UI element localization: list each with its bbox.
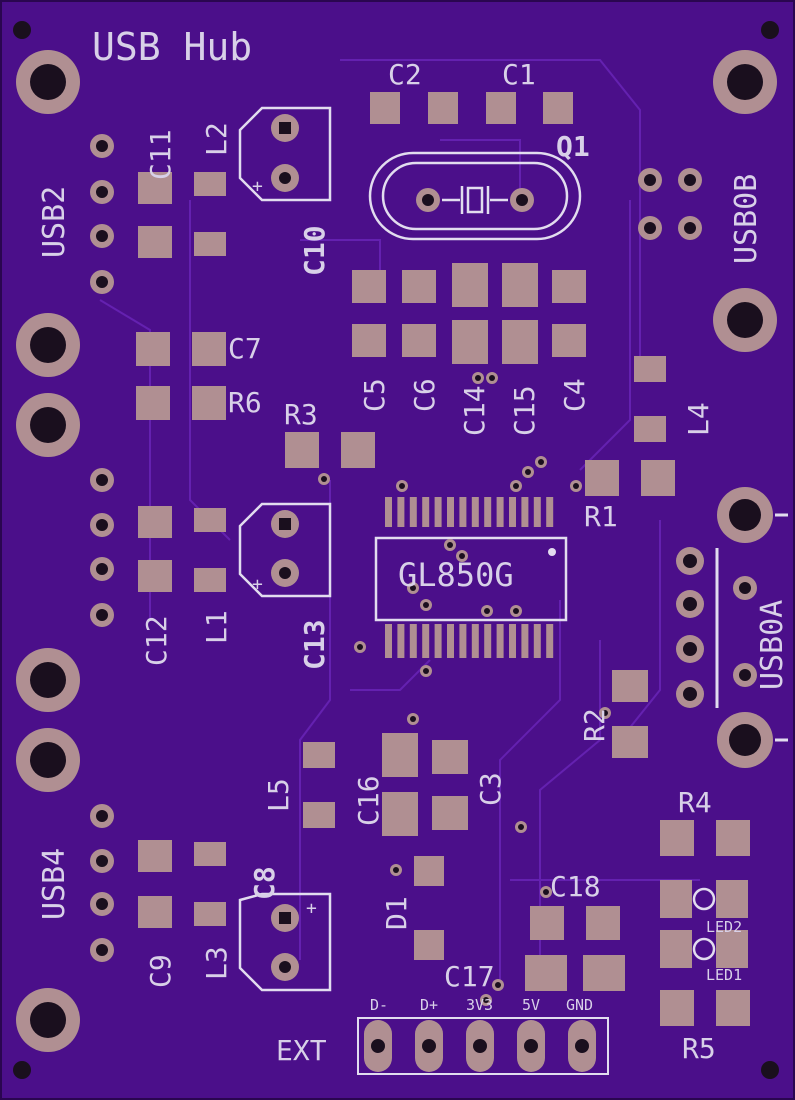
label-c16: C16 (352, 775, 385, 826)
label-c5: C5 (358, 378, 391, 412)
silkscreen-labels: USB Hub GL850G C2 C1 Q1 C7 R6 R3 R1 R4 R… (37, 25, 790, 1067)
chip-pin (459, 624, 467, 658)
label-c18: C18 (550, 870, 601, 903)
chip-pin (434, 497, 442, 527)
ext-pin-2: D+ (420, 996, 438, 1014)
corner-holes (13, 21, 779, 1079)
chip-pin (496, 497, 504, 527)
label-c3: C3 (474, 772, 507, 806)
chip-gl850g (374, 536, 568, 622)
label-r6: R6 (228, 386, 262, 419)
chip-pin (546, 497, 554, 527)
chip-pin (533, 497, 541, 527)
chip-pins (385, 497, 554, 658)
chip-pin (385, 497, 392, 527)
usb4-header (90, 804, 114, 962)
label-r4: R4 (678, 786, 712, 819)
label-r1: R1 (584, 500, 618, 533)
usb0b-header (638, 168, 702, 240)
label-usb0a: USB0A (755, 600, 790, 690)
label-led2: LED2 (706, 918, 742, 936)
usb0a-connector (676, 513, 788, 742)
mounting-holes (16, 50, 777, 1052)
label-usb2: USB2 (37, 186, 72, 258)
ext-pin-1: D- (370, 996, 388, 1014)
label-c8: C8 (248, 866, 281, 900)
chip-pin (434, 624, 442, 658)
ext-pin-3: 3V3 (466, 996, 493, 1014)
chip-pin (546, 624, 554, 658)
label-q1: Q1 (556, 130, 590, 163)
chip-pin (509, 624, 516, 658)
label-usb4: USB4 (37, 848, 72, 920)
label-c2: C2 (388, 58, 422, 91)
label-c12: C12 (140, 615, 173, 666)
label-c15: C15 (508, 385, 541, 436)
label-c17: C17 (444, 960, 495, 993)
chip-pin (496, 624, 504, 658)
label-c4: C4 (558, 378, 591, 412)
label-c14: C14 (458, 385, 491, 436)
chip-pin (521, 624, 529, 658)
label-r3: R3 (284, 398, 318, 431)
label-ext: EXT (276, 1034, 327, 1067)
label-c11: C11 (144, 129, 177, 180)
smd-pads (136, 92, 750, 1026)
label-usb0b: USB0B (729, 174, 764, 264)
chip-pin (447, 624, 454, 658)
chip-pin (385, 624, 392, 658)
label-r2: R2 (578, 708, 611, 742)
label-led1: LED1 (706, 966, 742, 984)
chip-pin (397, 624, 405, 658)
chip-pin (484, 497, 492, 527)
crystal-q1 (368, 151, 582, 241)
chip-label: GL850G (398, 556, 514, 594)
ext-pin-4: 5V (522, 996, 540, 1014)
capacitor-c8: + (238, 892, 332, 992)
copper-traces (99, 59, 700, 990)
board-title: USB Hub (92, 25, 252, 69)
chip-pin (409, 497, 417, 527)
ext-pin-5: GND (566, 996, 593, 1014)
label-c1: C1 (502, 58, 536, 91)
chip-pin (509, 497, 516, 527)
chip-pin (484, 624, 492, 658)
label-l2: L2 (200, 122, 233, 156)
svg-text:+: + (252, 574, 263, 595)
usb2-header (90, 134, 114, 294)
svg-text:+: + (252, 176, 263, 197)
label-l1: L1 (200, 610, 233, 644)
vias (318, 372, 611, 1006)
label-l3: L3 (200, 946, 233, 980)
chip-pin (409, 624, 417, 658)
label-l5: L5 (262, 778, 295, 812)
ext-header (357, 1017, 609, 1075)
label-c7: C7 (228, 332, 262, 365)
chip-pin (422, 624, 430, 658)
chip-pin (459, 497, 467, 527)
usb-header-middle (90, 468, 114, 627)
chip-pin (471, 624, 479, 658)
chip-pin (521, 497, 529, 527)
svg-text:+: + (306, 898, 317, 919)
label-d1: D1 (380, 896, 413, 930)
chip-pin (533, 624, 541, 658)
label-c10: C10 (298, 225, 331, 276)
label-l4: L4 (682, 402, 715, 436)
chip-pin (447, 497, 454, 527)
label-c9: C9 (144, 954, 177, 988)
chip-pin (471, 497, 479, 527)
capacitor-c10: + (238, 106, 332, 202)
led-outlines (692, 887, 716, 961)
label-r5: R5 (682, 1032, 716, 1065)
chip-pin (397, 497, 405, 527)
label-c6: C6 (408, 378, 441, 412)
capacitor-c13: + (238, 502, 332, 598)
chip-pin (422, 497, 430, 527)
label-c13: C13 (298, 619, 331, 670)
